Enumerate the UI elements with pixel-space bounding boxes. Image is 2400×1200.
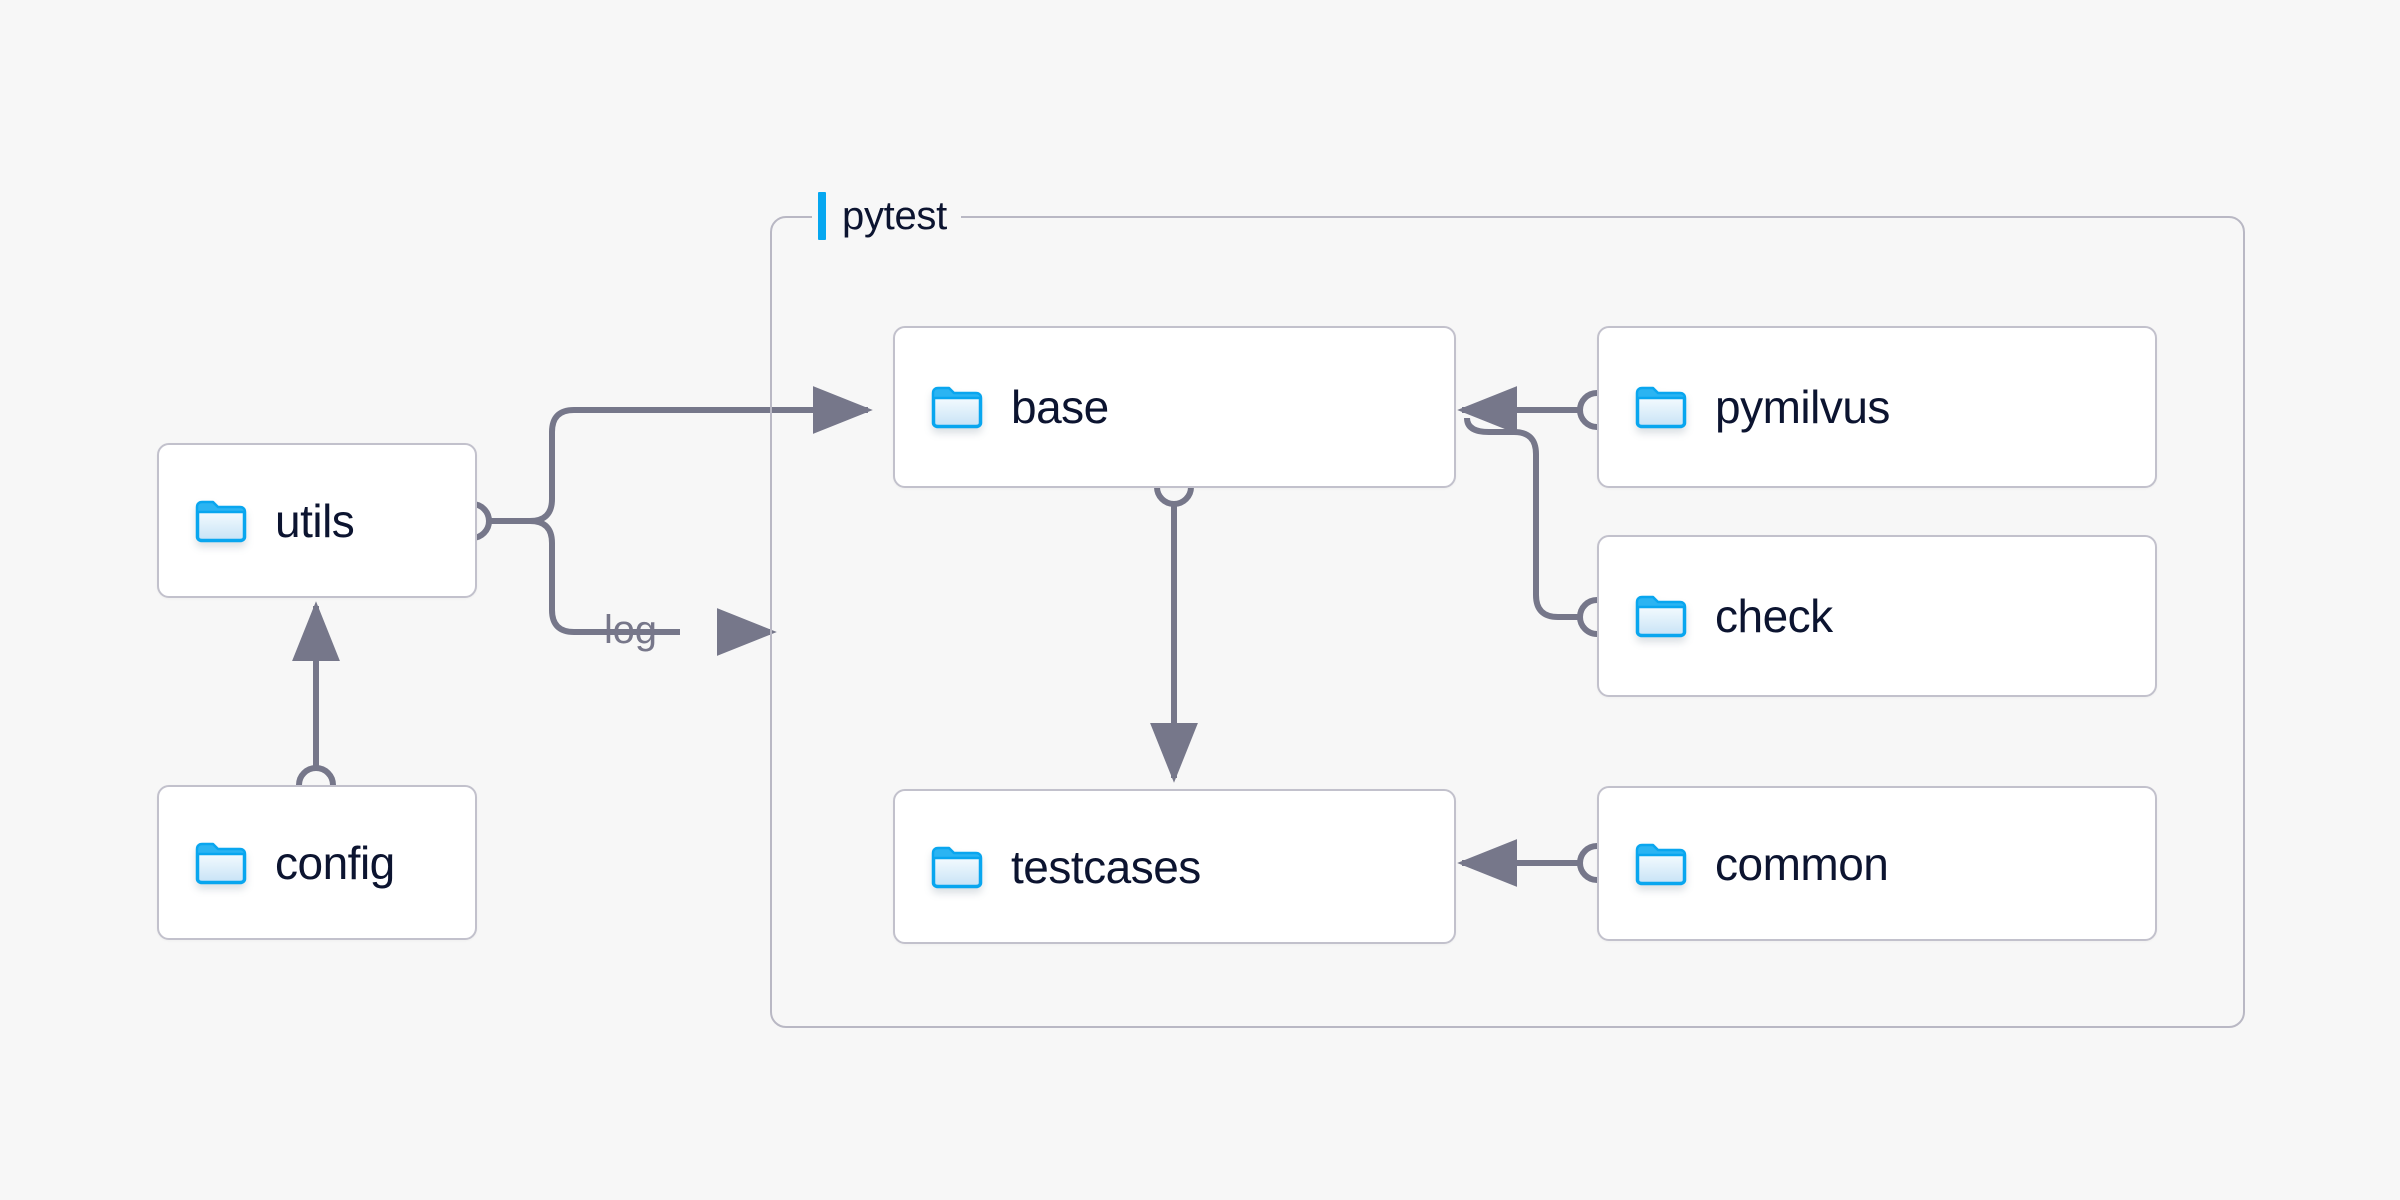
accent-bar-icon	[818, 192, 826, 240]
folder-icon	[195, 500, 247, 542]
group-pytest[interactable]	[770, 216, 2245, 1028]
node-base[interactable]: base	[893, 326, 1456, 488]
node-pymilvus[interactable]: pymilvus	[1597, 326, 2157, 488]
folder-icon	[1635, 595, 1687, 638]
edge-config-to-utils	[292, 601, 340, 805]
node-common[interactable]: common	[1597, 786, 2157, 941]
node-label: testcases	[1011, 840, 1201, 893]
node-label: pymilvus	[1715, 381, 1890, 433]
folder-icon	[931, 846, 983, 888]
group-title: pytest	[842, 194, 947, 238]
node-label: base	[1011, 381, 1109, 433]
node-config[interactable]: config	[157, 785, 477, 940]
node-check[interactable]: check	[1597, 535, 2157, 697]
node-label: config	[275, 836, 395, 889]
folder-icon	[195, 842, 247, 884]
node-utils[interactable]: utils	[157, 443, 477, 598]
node-label: utils	[275, 494, 355, 547]
edge-label-log: log	[604, 608, 657, 652]
group-pytest-label: pytest	[812, 192, 961, 240]
folder-icon	[1635, 386, 1687, 429]
node-label: check	[1715, 590, 1833, 642]
node-label: common	[1715, 837, 1889, 890]
folder-icon	[1635, 843, 1687, 885]
folder-icon	[931, 386, 983, 429]
node-testcases[interactable]: testcases	[893, 789, 1456, 944]
